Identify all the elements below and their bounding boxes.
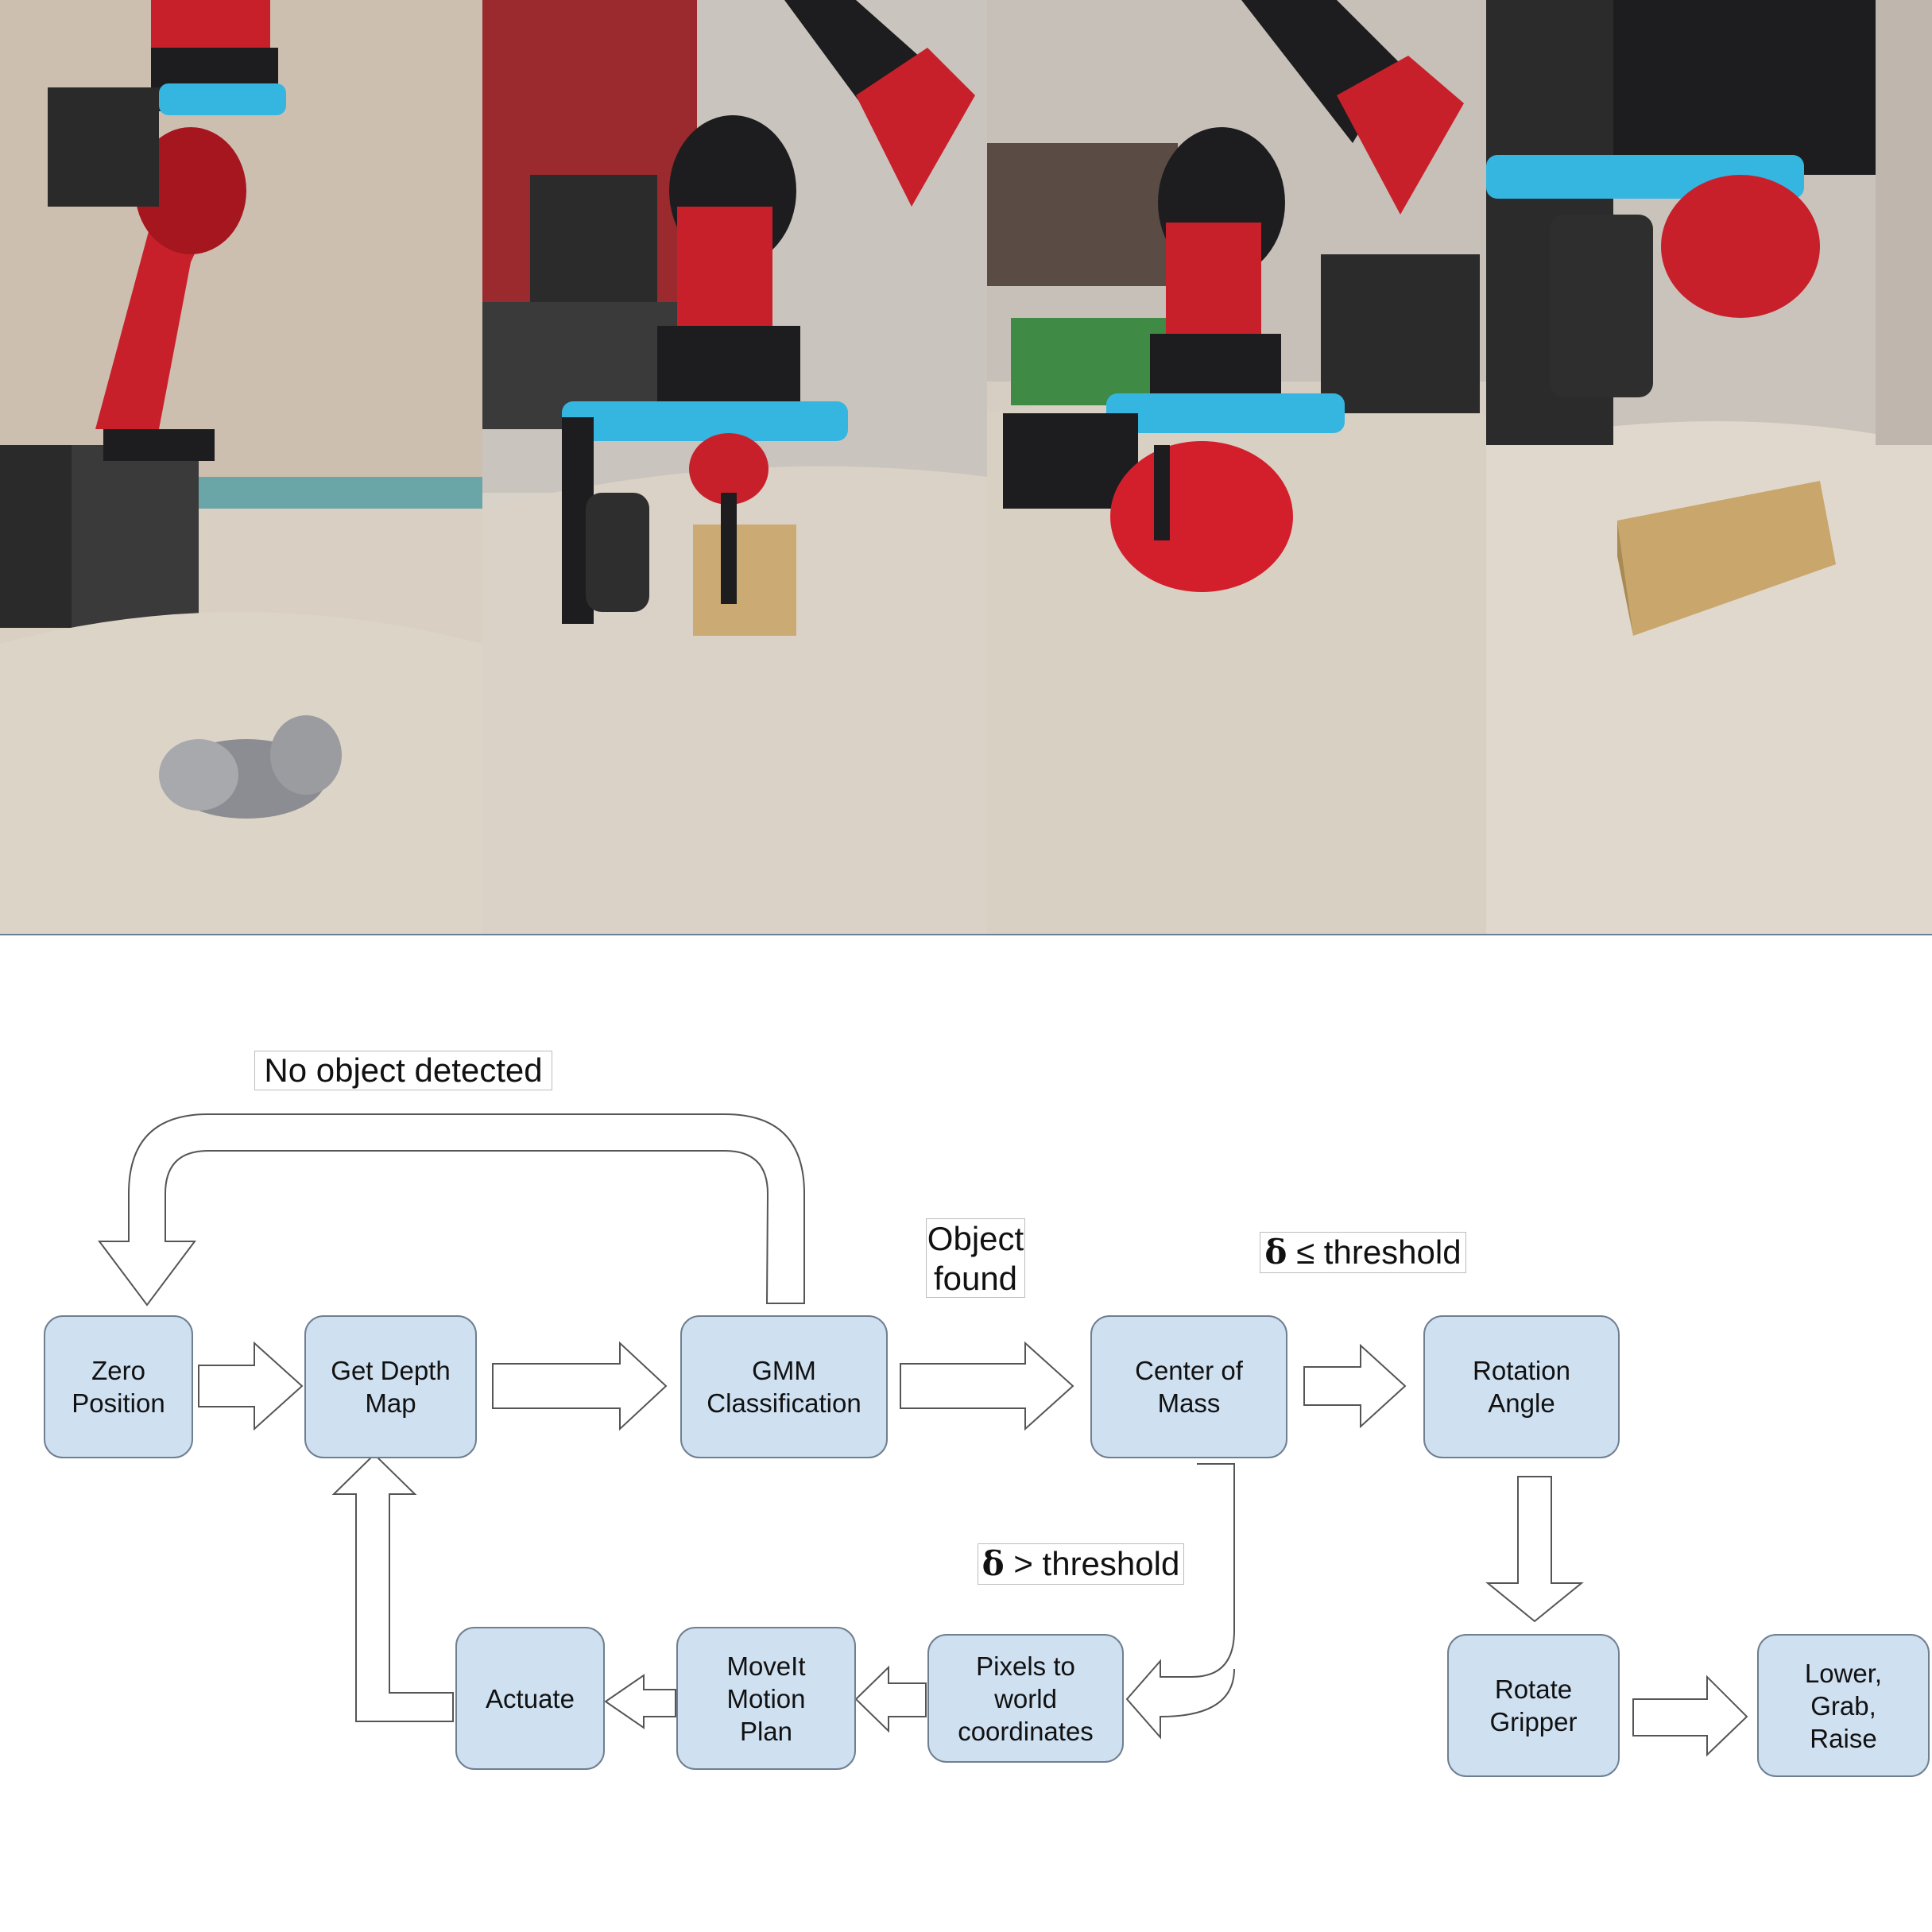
node-actuate: Actuate (455, 1627, 605, 1770)
label-no-object-detected: No object detected (254, 1051, 552, 1090)
arrow-zero-to-depth (198, 1341, 304, 1431)
node-rotate-gripper-label: Rotate Gripper (1489, 1675, 1578, 1736)
arrow-rotate-to-lower (1632, 1675, 1748, 1757)
node-rotation-angle-label: Rotation Angle (1473, 1356, 1570, 1418)
arrow-rotation-to-rotate-gripper (1485, 1476, 1584, 1623)
robot-panel-red-ball (987, 0, 1486, 934)
photo-wood-block-image (482, 0, 987, 934)
robot-panel-cardboard-box (1486, 0, 1932, 934)
gt-threshold-text: > threshold (1004, 1545, 1180, 1582)
node-actuate-label: Actuate (486, 1683, 575, 1713)
arrow-moveit-to-actuate (604, 1674, 676, 1729)
photo-strip-border (0, 934, 1932, 935)
node-moveit-motion-plan-label: MoveIt Motion Plan (726, 1651, 806, 1746)
node-lower-grab-raise-label: Lower, Grab, Raise (1804, 1658, 1883, 1753)
label-no-object-detected-text: No object detected (264, 1051, 543, 1089)
delta-symbol: δ (981, 1544, 1005, 1583)
photo-taped-object-image (0, 0, 482, 934)
arrow-com-to-rotation (1303, 1343, 1407, 1429)
node-center-of-mass-label: Center of Mass (1135, 1356, 1243, 1418)
photo-red-ball-image (987, 0, 1486, 934)
node-rotate-gripper: Rotate Gripper (1447, 1634, 1620, 1777)
arrow-com-to-pixels (1125, 1463, 1235, 1740)
node-gmm-classification-label: GMM Classification (707, 1356, 861, 1418)
photo-cardboard-box-image (1486, 0, 1932, 934)
node-pixels-to-world: Pixels to world coordinates (927, 1634, 1124, 1763)
label-delta-gt-threshold: δ > threshold (978, 1543, 1184, 1585)
le-threshold-text: ≤ threshold (1287, 1233, 1462, 1271)
node-zero-position: Zero Position (44, 1315, 193, 1458)
node-gmm-classification: GMM Classification (680, 1315, 888, 1458)
arrow-gmm-to-com (900, 1341, 1074, 1431)
arrow-depth-to-gmm (492, 1341, 668, 1431)
node-moveit-motion-plan: MoveIt Motion Plan (676, 1627, 856, 1770)
node-get-depth-map: Get Depth Map (304, 1315, 477, 1458)
node-pixels-to-world-label: Pixels to world coordinates (958, 1651, 1094, 1746)
arrow-pixels-to-moveit (854, 1665, 927, 1733)
node-get-depth-map-label: Get Depth Map (331, 1356, 451, 1418)
node-zero-position-label: Zero Position (72, 1356, 165, 1418)
delta-symbol: δ (1264, 1233, 1287, 1272)
label-object-found: Object found (926, 1218, 1025, 1298)
arrow-actuate-to-depth (331, 1453, 454, 1722)
node-center-of-mass: Center of Mass (1090, 1315, 1287, 1458)
loop-arrow-no-object (98, 1113, 805, 1307)
node-rotation-angle: Rotation Angle (1423, 1315, 1620, 1458)
node-lower-grab-raise: Lower, Grab, Raise (1757, 1634, 1930, 1777)
label-object-found-text: Object found (927, 1220, 1024, 1297)
robot-panel-wood-block (482, 0, 987, 934)
robot-panel-taped-object (0, 0, 482, 934)
label-delta-le-threshold: δ ≤ threshold (1260, 1232, 1466, 1273)
